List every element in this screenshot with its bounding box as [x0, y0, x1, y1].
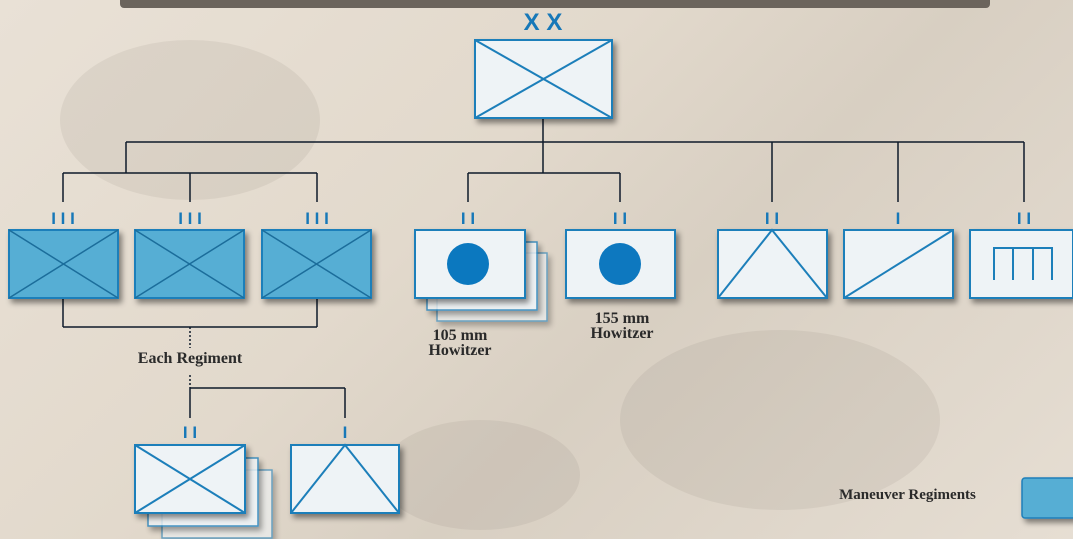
- howitzer-105-symbol: [415, 230, 547, 321]
- maneuver-regiment-symbol: [9, 230, 118, 298]
- legend-swatch: [1022, 478, 1073, 518]
- company-echelon-marker: I: [896, 209, 901, 228]
- regiment-echelon-marker: I I I: [305, 209, 329, 228]
- battalion-echelon-marker: I I: [613, 209, 627, 228]
- howitzer-155-caliber: 155 mm: [577, 311, 667, 326]
- comb-unit-symbol: [970, 230, 1073, 298]
- regiment-echelon-marker: I I I: [178, 209, 202, 228]
- triangle-company-symbol: [291, 445, 399, 513]
- maneuver-regiment-symbol: [262, 230, 371, 298]
- battalion-echelon-marker: I I: [183, 423, 197, 442]
- battalion-echelon-marker: I I: [1017, 209, 1031, 228]
- diagonal-unit-symbol: [844, 230, 953, 298]
- howitzer-155-symbol: [566, 230, 675, 298]
- each-regiment-label: Each Regiment: [120, 351, 260, 366]
- howitzer-105-caliber: 105 mm: [420, 328, 500, 343]
- company-echelon-marker: I: [343, 423, 348, 442]
- battalion-echelon-marker: I I: [461, 209, 475, 228]
- regiment-echelon-marker: I I I: [51, 209, 75, 228]
- division-echelon-marker: X X: [524, 9, 563, 36]
- howitzer-105-type: Howitzer: [420, 343, 500, 358]
- division-infantry-symbol: [475, 40, 612, 118]
- triangle-unit-symbol: [718, 230, 827, 298]
- artillery-dot-icon: [599, 243, 641, 285]
- infantry-battalion-symbol: [135, 445, 272, 538]
- howitzer-155-label: 155 mm Howitzer: [577, 311, 667, 341]
- maneuver-regiment-symbol: [135, 230, 244, 298]
- legend-label: Maneuver Regiments: [810, 488, 1005, 503]
- artillery-dot-icon: [447, 243, 489, 285]
- battalion-echelon-marker: I I: [765, 209, 779, 228]
- howitzer-155-type: Howitzer: [577, 326, 667, 341]
- howitzer-105-label: 105 mm Howitzer: [420, 328, 500, 358]
